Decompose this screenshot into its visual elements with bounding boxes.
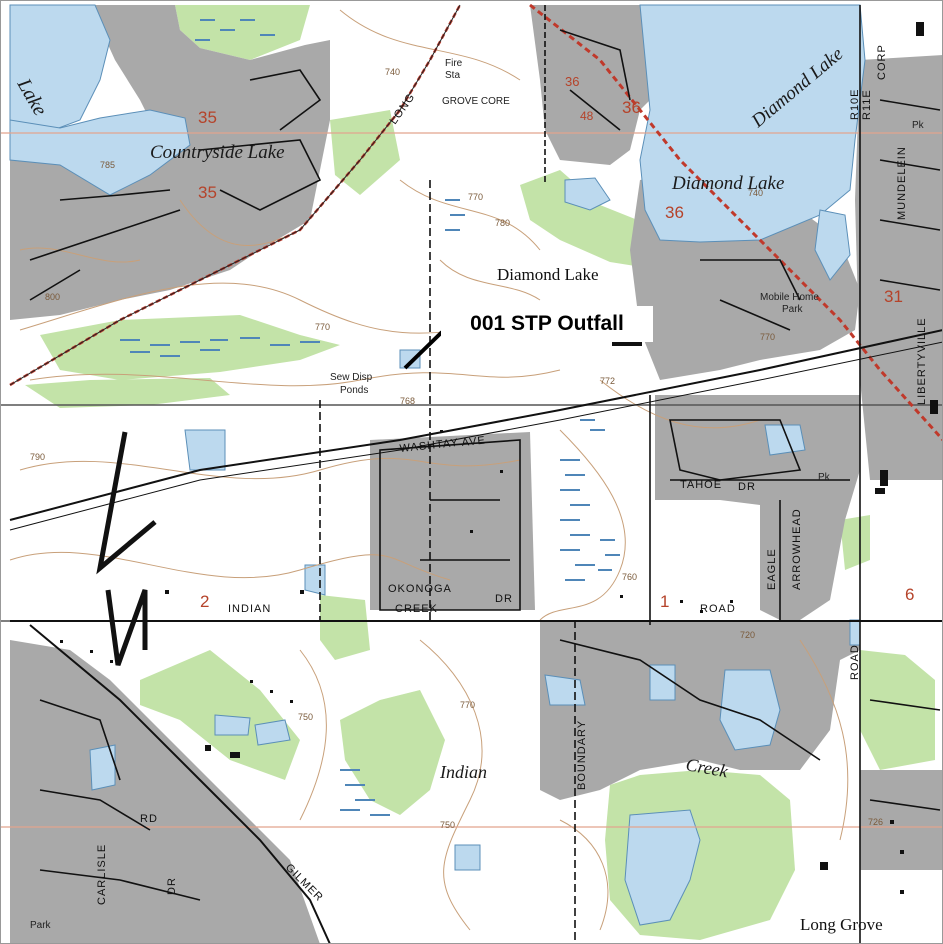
range-label-r10e: R10E (849, 88, 861, 120)
road-label-eagle: EAGLE (766, 548, 778, 590)
road-label-okanogan: OKONOGA (388, 583, 452, 595)
road-label-okanogan-dr: DR (495, 593, 513, 605)
section-number: 6 (905, 585, 914, 604)
road-label-mundelein: MUNDELEIN (896, 146, 908, 220)
road-label-tahoe: TAHOE (680, 479, 722, 491)
elevation-label: 768 (400, 396, 415, 406)
mobile-home-label-2: Park (782, 304, 804, 315)
countryside-lake (9, 109, 191, 196)
diamond-lake-main-label: Diamond Lake (671, 173, 784, 194)
sewage-ponds-label-1: Sew Disp (330, 372, 373, 383)
park-bottom-label: Park (30, 920, 52, 931)
section-number: 36 (565, 74, 579, 89)
elevation-label: 785 (100, 160, 115, 170)
roads (9, 3, 943, 944)
grove-corners-label: GROVE CORE (442, 96, 510, 107)
road-label-road: ROAD (700, 603, 736, 615)
section-number: 35 (198, 183, 217, 202)
buildings (60, 22, 938, 894)
elevation-label: 750 (298, 712, 313, 722)
pk-label-mid: Pk (818, 472, 831, 483)
road-label-creek: CREEK (395, 603, 438, 615)
section-number: 36 (622, 98, 641, 117)
fire-station-label-2: Sta (445, 70, 460, 81)
urban-areas (10, 5, 943, 944)
pk-label-top: Pk (912, 120, 925, 131)
elevation-label: 770 (760, 332, 775, 342)
outfall-callout-label: 001 STP Outfall (441, 306, 653, 342)
road-label-tahoe-dr: DR (738, 481, 756, 493)
elevation-label: 770 (468, 192, 483, 202)
marsh-symbols (120, 19, 620, 816)
countryside-lake-label: Countryside Lake (150, 142, 285, 163)
water-bodies (9, 4, 866, 926)
road-label-boundary: BOUNDARY (576, 720, 588, 790)
elevation-label: 800 (45, 292, 60, 302)
section-number: 31 (884, 287, 903, 306)
sewage-ponds-label-2: Ponds (340, 385, 368, 396)
road-label-washtay-ave: AVE (461, 435, 486, 449)
elevation-label: 740 (385, 67, 400, 77)
road-label-road-vertical: ROAD (849, 644, 861, 680)
mobile-home-label-1: Mobile Home (760, 292, 819, 303)
road-label-carlisle: CARLISLE (96, 844, 108, 905)
fire-station-label-1: Fire (445, 58, 463, 69)
elevation-label: 726 (868, 817, 883, 827)
road-label-corp: CORP (876, 44, 888, 80)
section-number: 1 (660, 592, 669, 611)
road-label-arrowhead: ARROWHEAD (791, 508, 803, 590)
section-lines (0, 132, 943, 828)
elevation-label: 772 (600, 376, 615, 386)
elevation-label: 760 (622, 572, 637, 582)
callout-leader-line (403, 330, 444, 370)
contour-lines (9, 9, 849, 931)
elevation-label: 780 (495, 218, 510, 228)
long-grove-label: Long Grove (800, 915, 883, 934)
road-label-libertyville: LIBERTYVILLE (916, 317, 928, 405)
elevation-label: 750 (440, 820, 455, 830)
section-number: 2 (200, 592, 209, 611)
section-number: 36 (665, 203, 684, 222)
road-label-rd: RD (140, 813, 158, 825)
north-arrow-icon (96, 431, 157, 666)
road-label-indian: INDIAN (228, 603, 271, 615)
road-label-dr-bottom: DR (166, 877, 178, 895)
elevation-label: 740 (748, 188, 763, 198)
indian-creek-label-1: Indian (439, 762, 487, 782)
elevation-label: 770 (315, 322, 330, 332)
range-label-r11e: R11E (861, 89, 873, 120)
section-number: 48 (580, 109, 594, 123)
elevation-label: 770 (460, 700, 475, 710)
elevation-label: 790 (30, 452, 45, 462)
section-number: 35 (198, 108, 217, 127)
elevation-label: 720 (740, 630, 755, 640)
diamond-lake-town-label: Diamond Lake (497, 265, 599, 284)
